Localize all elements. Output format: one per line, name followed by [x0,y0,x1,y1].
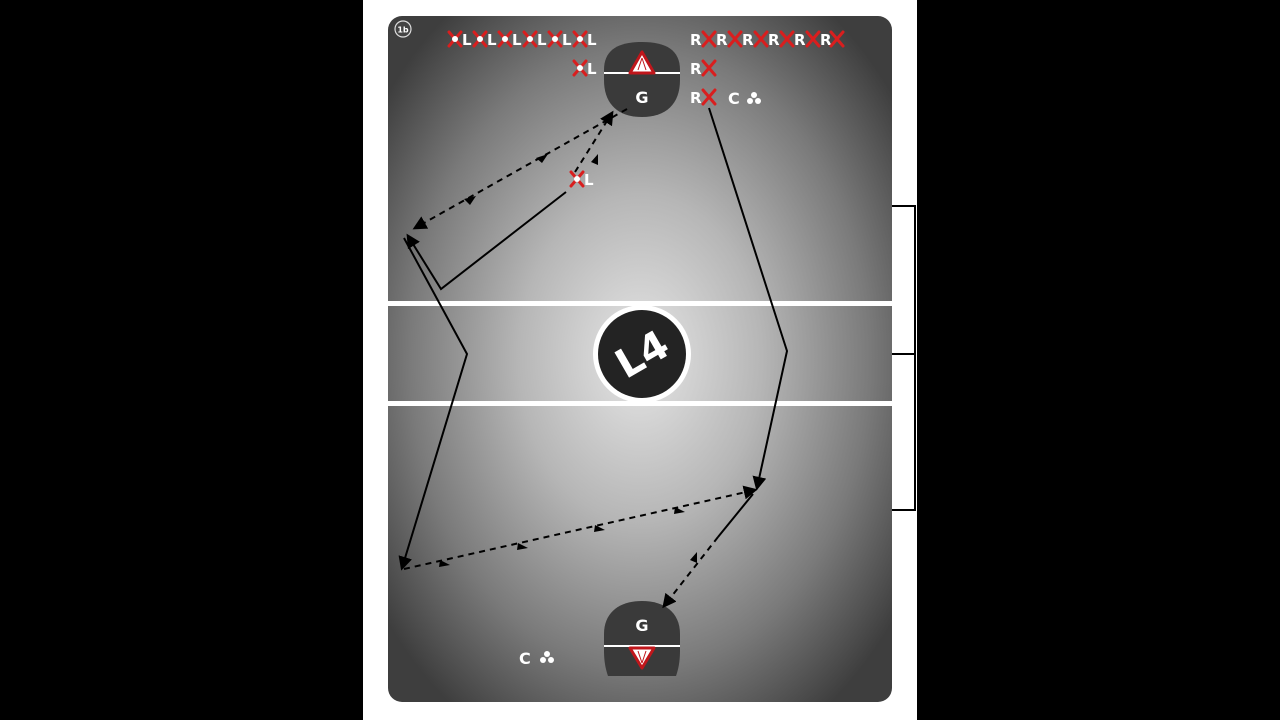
right-label: R [690,60,702,78]
ball-icon [577,65,583,71]
left-run-path [398,191,567,571]
bottom-goal-crease: G [604,601,680,676]
ball-icon [574,176,580,182]
right-label: R [716,31,728,49]
badge-text: 1b [397,26,409,35]
right-label: R [794,31,806,49]
x-marker-icon [701,88,717,106]
coach-label: C [728,89,740,108]
arrow-icon [439,154,697,567]
logo-icon: L4 [593,305,691,403]
ball-icon [577,36,583,42]
goal-triangle-icon [628,646,656,670]
right-run-path [708,107,789,538]
ball-icon [747,92,761,104]
ball-icon [502,36,508,42]
goal-triangle-icon [628,50,656,75]
ball-icon [527,36,533,42]
left-label: L [562,31,572,49]
left-label: L [487,31,497,49]
left-player-line: L L L L L L L [447,30,597,78]
ball-icon [540,651,554,663]
x-marker-icon [727,30,743,48]
midfield-band [388,301,892,406]
drill-badge: 1b [394,20,412,38]
x-marker-icon [753,30,769,48]
left-label: L [587,31,597,49]
left-label: L [587,60,597,78]
goalie-label-bottom: G [635,616,648,635]
side-markers [892,205,916,511]
coach-label: C [519,649,531,668]
x-marker-icon [829,30,845,48]
right-label: R [742,31,754,49]
coach-top: C [728,89,761,108]
right-label: R [820,31,832,49]
x-marker-icon [701,59,717,77]
top-goal-crease: G [604,42,680,117]
right-player-line: R R R R R R R R [690,30,845,107]
left-label: L [462,31,472,49]
ball-icon [452,36,458,42]
right-label: R [690,89,702,107]
coach-bottom: C [519,649,554,668]
left-label: L [512,31,522,49]
ball-icon [477,36,483,42]
left-label: L [584,171,594,189]
right-label: R [768,31,780,49]
right-label: R [690,31,702,49]
goalie-label-top: G [635,88,648,107]
pass-paths [403,108,758,609]
x-marker-icon [779,30,795,48]
x-marker-icon [701,30,717,48]
left-player-active: L [569,170,594,189]
x-marker-icon [805,30,821,48]
ball-icon [552,36,558,42]
left-label: L [537,31,547,49]
